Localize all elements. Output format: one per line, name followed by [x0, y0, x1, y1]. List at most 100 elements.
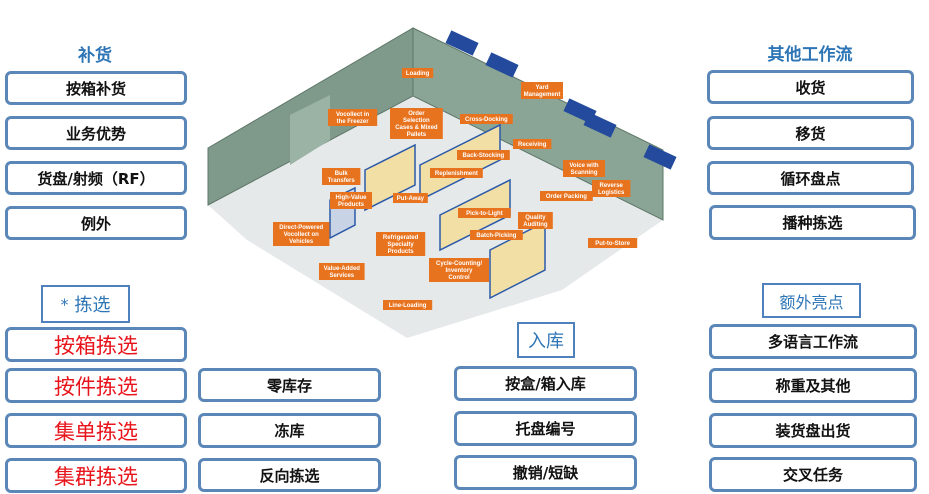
extra-highlights-header: 额外亮点: [762, 283, 861, 318]
warehouse-label-text: Selection: [403, 118, 430, 124]
warehouse-label-text: Reverse: [600, 183, 624, 189]
truck-icon: [445, 30, 479, 56]
warehouse-label-text: the Freezer: [337, 119, 370, 125]
warehouse-label: Back-Stocking: [457, 150, 510, 160]
receiving-button[interactable]: 收货: [707, 70, 914, 104]
exceptions-button[interactable]: 例外: [5, 206, 187, 240]
warehouse-label-text: Auditing: [523, 222, 548, 228]
picking-header-label: 拣选: [74, 295, 111, 316]
piece-picking-button[interactable]: 按件拣选: [5, 368, 187, 403]
warehouse-label: Order Packing: [540, 191, 593, 201]
warehouse-label-text: Put-to-Store: [595, 241, 630, 247]
warehouse-label-text: Receiving: [518, 142, 547, 148]
star-icon: *: [60, 294, 69, 314]
warehouse-label-text: Voice with: [569, 163, 599, 169]
warehouse-label-text: Refrigerated: [383, 235, 419, 241]
pallet-number-button[interactable]: 托盘编号: [454, 411, 637, 446]
warehouse-label: Pick-to-Light: [458, 208, 511, 218]
case-picking-button[interactable]: 按箱拣选: [5, 327, 187, 362]
warehouse-label-text: Direct-Powered: [279, 225, 323, 231]
warehouse-label-text: Quality: [525, 215, 546, 221]
replenishment-header: 补货: [78, 46, 112, 66]
warehouse-label: Loading: [402, 68, 434, 78]
order-batch-picking-button[interactable]: 集单拣选: [5, 413, 187, 448]
cross-task-button[interactable]: 交叉任务: [709, 457, 917, 492]
warehouse-label: Put-to-Store: [588, 238, 638, 248]
weighing-button[interactable]: 称重及其他: [709, 368, 917, 403]
truck-icon: [583, 112, 617, 138]
warehouse-label-text: Line-Loading: [389, 303, 427, 309]
multilingual-workflow-button[interactable]: 多语言工作流: [709, 324, 917, 359]
warehouse-label-text: Specialty: [387, 242, 414, 248]
warehouse-label-text: Order: [408, 111, 425, 117]
cluster-picking-button[interactable]: 集群拣选: [5, 458, 187, 493]
warehouse-label-text: Bulk: [335, 171, 349, 177]
move-goods-button[interactable]: 移货: [707, 116, 914, 150]
cancel-shortage-button[interactable]: 撤销/短缺: [454, 455, 637, 490]
warehouse-label-text: Cross-Docking: [465, 117, 508, 123]
warehouse-label-text: Back-Stocking: [463, 153, 505, 159]
warehouse-label-text: Products: [338, 202, 365, 208]
freezer-room: [290, 95, 330, 165]
warehouse-label-text: Vocollect on: [284, 232, 320, 238]
pallet-shipping-button[interactable]: 装货盘出货: [709, 413, 917, 448]
warehouse-label-text: Vocollect in: [336, 112, 370, 118]
warehouse-label: Put-Away: [393, 193, 428, 203]
warehouse-label-text: Put-Away: [397, 196, 425, 202]
warehouse-label: Receiving: [513, 139, 552, 149]
warehouse-label-text: Products: [388, 249, 415, 255]
warehouse-label-text: Vehicles: [289, 239, 314, 245]
cycle-count-button[interactable]: 循环盘点: [707, 161, 914, 195]
warehouse-label-text: Value-Added: [324, 266, 361, 272]
warehouse-label: Replenishment: [430, 168, 483, 178]
warehouse-label-text: Order Packing: [546, 194, 587, 200]
warehouse-label-text: Logistics: [598, 190, 625, 196]
warehouse-label-text: Pallets: [407, 132, 427, 138]
reverse-picking-button[interactable]: 反向拣选: [198, 458, 381, 492]
box-inbound-button[interactable]: 按盒/箱入库: [454, 366, 637, 401]
put-wall-button[interactable]: 播种拣选: [709, 205, 916, 240]
warehouse-label-text: High-Value: [335, 195, 367, 201]
warehouse-label-text: Batch-Picking: [476, 233, 516, 239]
truck-icon: [643, 144, 677, 170]
warehouse-label-text: Inventory: [445, 268, 473, 274]
inbound-header: 入库: [517, 322, 575, 358]
racks: [329, 123, 546, 300]
other-workflows-header: 其他工作流: [767, 45, 853, 65]
warehouse-label-text: Replenishment: [435, 171, 478, 177]
warehouse-label-text: Loading: [406, 71, 430, 77]
warehouse-label-text: Scanning: [570, 170, 597, 176]
trucks: [445, 30, 677, 170]
warehouse-label-text: Pick-to-Light: [466, 211, 503, 217]
warehouse-label-text: Transfers: [328, 178, 356, 184]
warehouse-label: Cross-Docking: [460, 114, 513, 124]
pallet-rf-button[interactable]: 货盘/射频（RF）: [5, 161, 187, 195]
warehouse-label-text: Yard: [535, 85, 548, 91]
warehouse-label-text: Management: [524, 92, 561, 98]
picking-header: * 拣选: [41, 285, 130, 323]
warehouse-label-text: Services: [329, 273, 354, 279]
warehouse-label-text: Cases & Mixed: [395, 125, 438, 131]
freezer-button[interactable]: 冻库: [198, 413, 381, 448]
warehouse-label-text: Cycle-Counting/: [436, 261, 482, 267]
zero-stock-button[interactable]: 零库存: [198, 368, 381, 402]
business-advantage-button[interactable]: 业务优势: [5, 116, 187, 150]
warehouse-label: Batch-Picking: [470, 230, 523, 240]
warehouse-label: Line-Loading: [383, 300, 433, 310]
truck-icon: [485, 52, 519, 78]
case-replenishment-button[interactable]: 按箱补货: [5, 71, 187, 105]
